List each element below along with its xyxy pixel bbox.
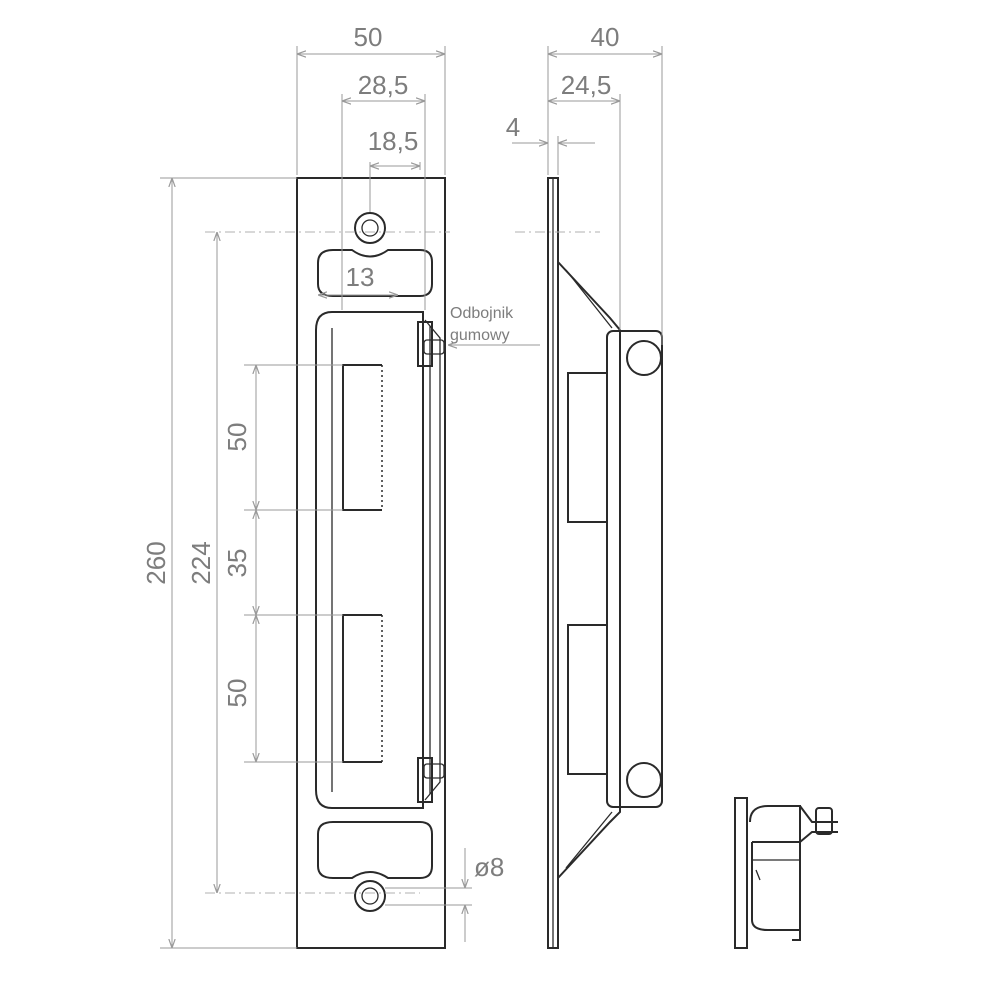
front-plate: [296, 177, 446, 949]
dim-plate-thickness: 4: [506, 112, 595, 175]
dim-slots: 50 35 50: [222, 364, 343, 763]
label-width-inner: 18,5: [368, 126, 419, 156]
top-tab: [317, 249, 433, 297]
label-slot-upper: 50: [222, 423, 252, 452]
label-hole-diameter: ø8: [474, 852, 504, 882]
top-mounting-hole: [354, 212, 386, 244]
side-view: [515, 177, 663, 949]
dim-width-mid: 28,5: [341, 70, 426, 310]
dim-width-inner: 18,5: [368, 126, 421, 212]
side-roller-bottom: [626, 762, 662, 798]
dim-tab-width: 13: [318, 262, 398, 295]
label-plate-thickness: 4: [506, 112, 520, 142]
dim-side-mid: 24,5: [548, 70, 621, 330]
label-slot-gap: 35: [222, 549, 252, 578]
side-roller-top: [626, 340, 662, 376]
bumper-label-line2: gumowy: [450, 327, 510, 344]
side-bracket: [557, 261, 621, 879]
label-slot-lower: 50: [222, 679, 252, 708]
side-block-face: [606, 330, 663, 808]
strike-body: [315, 311, 424, 809]
label-side-depth: 40: [591, 22, 620, 52]
bumper-top: [417, 321, 445, 367]
end-view: [734, 797, 838, 949]
bumper-bottom: [417, 757, 445, 803]
dim-hole-diameter: ø8: [385, 848, 504, 942]
dim-hole-spacing: 224: [186, 232, 217, 893]
bumper-callout: Odbojnik gumowy: [448, 305, 540, 345]
bottom-mounting-hole: [354, 880, 386, 912]
label-width-mid: 28,5: [358, 70, 409, 100]
dim-width-total: 50: [296, 22, 446, 175]
label-tab-width: 13: [346, 262, 375, 292]
lower-latch-slot: [342, 614, 383, 763]
end-plate: [734, 797, 748, 949]
dim-side-depth: 40: [547, 22, 663, 345]
label-height-total: 260: [141, 541, 171, 584]
bottom-tab: [317, 821, 433, 879]
front-view: [205, 177, 450, 949]
upper-latch-slot: [342, 364, 383, 511]
label-width-total: 50: [354, 22, 383, 52]
label-side-mid: 24,5: [561, 70, 612, 100]
dim-height-total: 260: [141, 177, 297, 949]
bumper-label-line1: Odbojnik: [450, 305, 514, 322]
label-hole-spacing: 224: [186, 541, 216, 584]
